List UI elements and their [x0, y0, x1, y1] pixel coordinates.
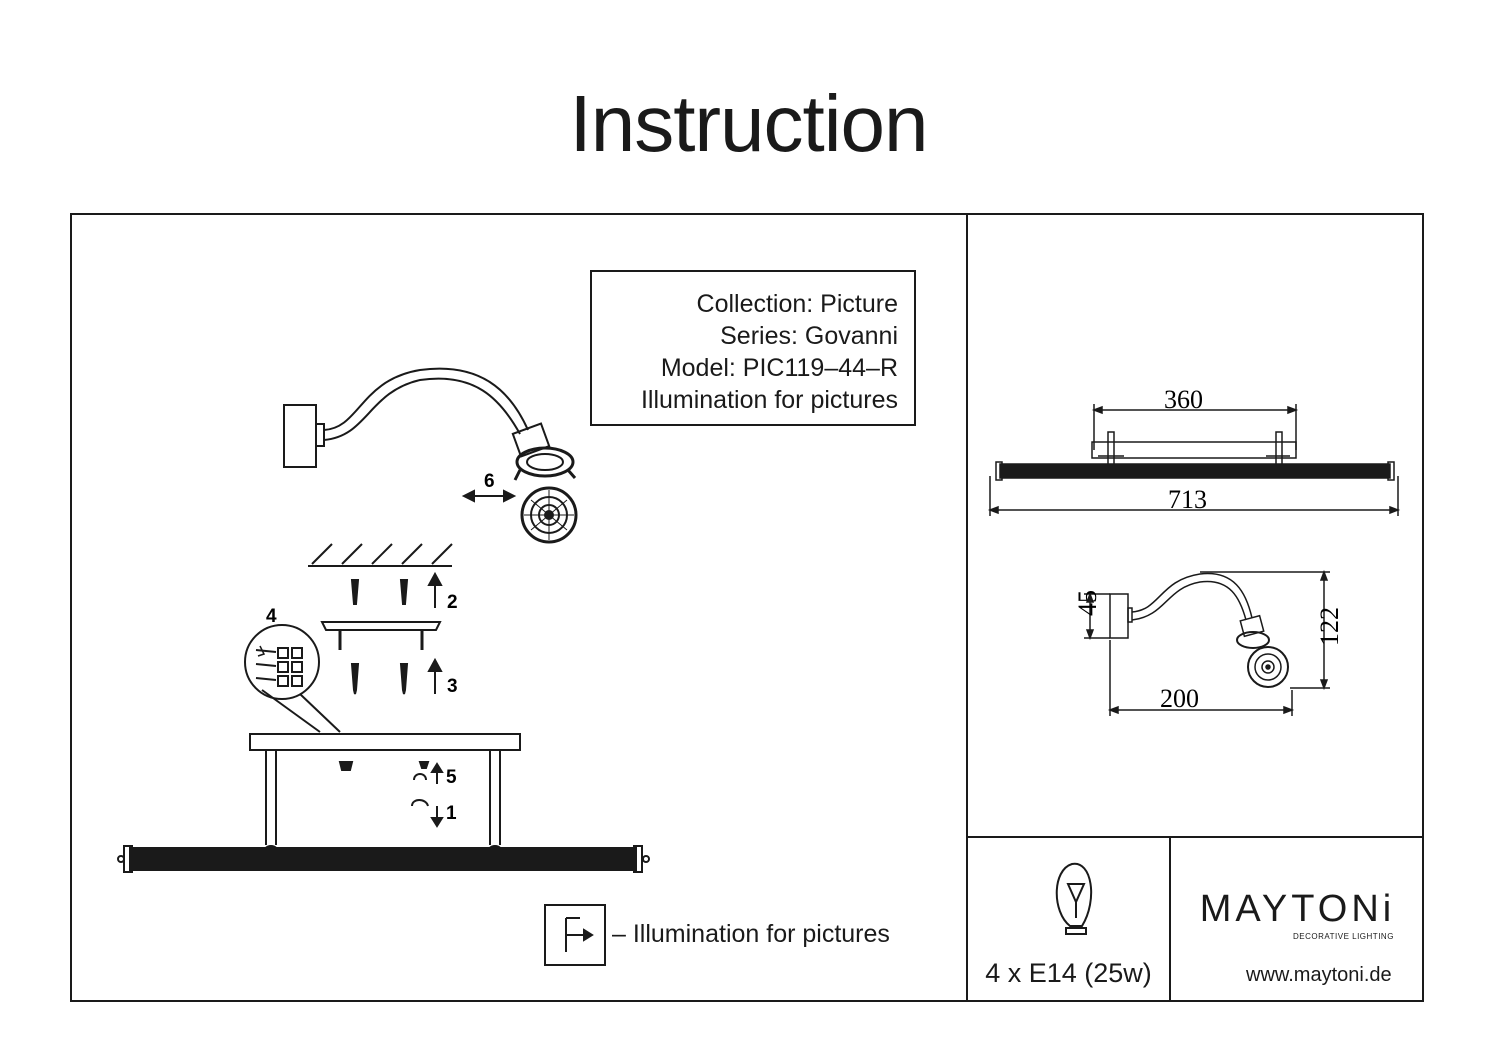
frame-divider-vertical: [966, 213, 968, 1002]
dimension-713: 713: [1168, 485, 1207, 514]
picture-light-icon: [565, 917, 594, 952]
collection-label: Collection: Picture: [696, 290, 898, 318]
dimension-200: 200: [1160, 684, 1199, 713]
wall-mount-base: [283, 404, 317, 468]
brand-tagline: DECORATIVE LIGHTING: [1293, 932, 1394, 941]
main-frame: [70, 213, 1424, 1002]
product-info-box: Collection: Picture Series: Govanni Mode…: [590, 270, 916, 426]
wiring-detail: [244, 624, 341, 733]
step-2-label: 2: [447, 592, 458, 613]
dimension-360: 360: [1164, 385, 1203, 414]
wall-hatching: [308, 543, 453, 567]
dimension-45: 45: [1073, 590, 1102, 616]
lamp-body-front: [249, 733, 521, 863]
legend-text: – Illumination for pictures: [612, 920, 890, 948]
purpose-label: Illumination for pictures: [640, 386, 898, 414]
frame-divider-horizontal: [966, 836, 1424, 838]
wall-plugs: [350, 571, 443, 608]
step-arrows: [411, 761, 444, 828]
step-4-label: 4: [266, 606, 277, 627]
page-title: Instruction: [569, 79, 928, 168]
model-label: Model: PIC119–44–R: [660, 354, 898, 382]
lamp-tube: [117, 845, 650, 873]
step-6-label: 6: [484, 471, 495, 492]
rotation-arrow-6: [461, 489, 517, 503]
step-5-label: 5: [446, 767, 457, 788]
mounting-bracket: [320, 621, 442, 650]
brand-logo: MAYTONi: [1199, 888, 1396, 930]
dimension-122: 122: [1315, 607, 1344, 646]
bulb-icon: [1055, 862, 1093, 935]
series-label: Series: Govanni: [720, 322, 898, 350]
side-view-lamp: [283, 367, 578, 544]
step-3-label: 3: [447, 676, 458, 697]
footer-divider: [1169, 836, 1171, 1002]
screws: [350, 657, 443, 695]
lamp-head-front: [520, 486, 578, 544]
top-view-lamp: [987, 404, 1401, 516]
bulb-spec: 4 x E14 (25w): [985, 958, 1152, 988]
step-1-label: 1: [446, 803, 457, 824]
side-view-dimensioned: [1084, 569, 1330, 716]
legend-icon-frame: [544, 904, 606, 966]
website-url: www.maytoni.de: [1246, 964, 1392, 986]
